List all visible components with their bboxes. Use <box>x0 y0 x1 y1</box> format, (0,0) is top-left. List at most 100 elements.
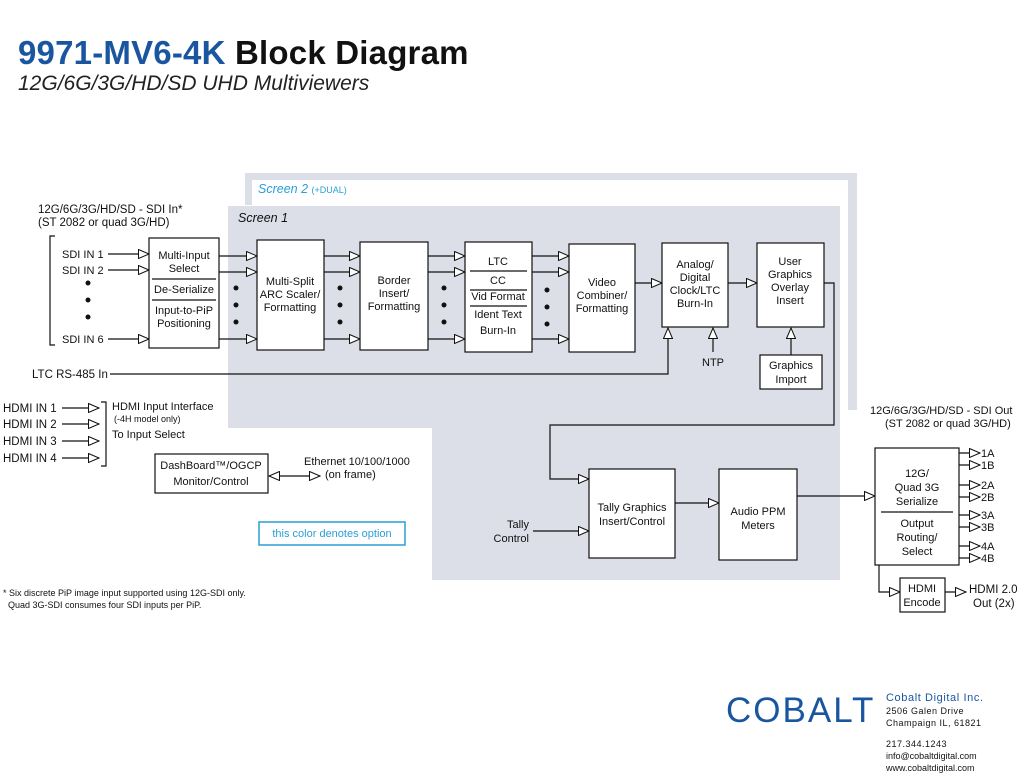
multi-input-label-2: Select <box>169 263 200 275</box>
hdmi-out-label-1: HDMI 2.0 <box>969 584 1018 596</box>
combiner-label-2: Combiner/ <box>577 290 629 302</box>
serialize-label-1: 12G/ <box>905 468 930 480</box>
combiner-input-ellipsis <box>544 287 550 327</box>
clock-label-2: Digital <box>680 272 711 284</box>
hdmi-interface-note: (-4H model only) <box>114 414 181 424</box>
combiner-label-1: Video <box>588 277 616 289</box>
audio-ppm-block <box>718 468 798 561</box>
hdmi-in-1-label: HDMI IN 1 <box>3 403 57 415</box>
company-name: Cobalt Digital Inc. <box>886 692 984 704</box>
video-combiner-block <box>568 243 636 353</box>
sdi-out-standard: (ST 2082 or quad 3G/HD) <box>885 418 1011 430</box>
sdi-out-4a: 4A <box>981 541 995 553</box>
clock-label-1: Analog/ <box>676 259 714 271</box>
sdi-in-2-label: SDI IN 2 <box>62 265 104 277</box>
ident-label-2: Burn-In <box>480 325 516 337</box>
legend-label: this color denotes option <box>272 528 391 540</box>
sdi-out-1a: 1A <box>981 448 995 460</box>
serialize-label-2: Quad 3G <box>895 482 940 494</box>
sdi-in-1-label: SDI IN 1 <box>62 249 104 261</box>
combiner-label-3: Formatting <box>576 303 629 315</box>
clock-label-4: Burn-In <box>677 298 713 310</box>
company-address-1: 2506 Galen Drive <box>886 706 964 716</box>
multi-input-select-block <box>148 237 220 349</box>
hdmi-in-4-label: HDMI IN 4 <box>3 453 57 465</box>
dashboard-label-1: DashBoard™/OGCP <box>160 460 261 472</box>
sdi-in-6-label: SDI IN 6 <box>62 334 104 346</box>
footnote-line-1: * Six discrete PiP image input supported… <box>3 588 246 598</box>
company-email: info@cobaltdigital.com <box>886 751 977 761</box>
overlay-label-2: Graphics <box>768 269 813 281</box>
ntp-label: NTP <box>702 357 724 369</box>
hdmi-encode-label-2: Encode <box>903 597 940 609</box>
tally-label-1: Tally <box>507 519 530 531</box>
model-number: 9971-MV6-4K <box>18 34 226 71</box>
sdi-out-3b: 3B <box>981 522 994 534</box>
sdi-in-header: 12G/6G/3G/HD/SD - SDI In* <box>38 204 183 216</box>
clock-ltc-burnin-block <box>661 242 729 328</box>
option-color-legend <box>258 521 406 546</box>
border-label-3: Formatting <box>368 301 421 313</box>
scaler-input-ellipsis <box>233 285 239 325</box>
routing-label-3: Select <box>902 546 933 558</box>
hdmi-to-input-select: To Input Select <box>112 429 185 441</box>
company-address-2: Champaign IL, 61821 <box>886 718 982 728</box>
sdi-out-2b: 2B <box>981 492 994 504</box>
page-title: 9971-MV6-4K Block Diagram <box>18 34 469 72</box>
pip-label-2: Positioning <box>157 318 211 330</box>
multi-input-label-1: Multi-Input <box>158 250 209 262</box>
hdmi-in-3-label: HDMI IN 3 <box>3 436 57 448</box>
routing-label-2: Routing/ <box>897 532 939 544</box>
scaler-label-3: Formatting <box>264 302 317 314</box>
scaler-label-1: Multi-Split <box>266 276 314 288</box>
screen2-label: Screen 2 (+DUAL) <box>258 182 347 196</box>
hdmi-out-label-2: Out (2x) <box>973 598 1015 610</box>
ltc-block-label: LTC <box>488 256 508 268</box>
sdi-out-1b: 1B <box>981 460 994 472</box>
tally-label-2: Control <box>494 533 529 545</box>
scaler-label-2: ARC Scaler/ <box>260 289 321 301</box>
vid-format-label: Vid Format <box>471 291 525 303</box>
routing-label-1: Output <box>900 518 933 530</box>
sdi-out-3a: 3A <box>981 510 995 522</box>
serialize-label-3: Serialize <box>896 496 938 508</box>
title-text: Block Diagram <box>235 34 469 71</box>
sdi-out-4b: 4B <box>981 553 994 565</box>
clock-label-3: Clock/LTC <box>670 285 721 297</box>
overlay-label-3: Overlay <box>771 282 809 294</box>
audio-label-1: Audio PPM <box>730 506 785 518</box>
sdi-out-2a: 2A <box>981 480 995 492</box>
graphics-import-label-2: Import <box>775 374 806 386</box>
cobalt-logo: COBALT <box>726 691 875 730</box>
tally-graphics-block <box>588 468 676 559</box>
cc-block-label: CC <box>490 275 506 287</box>
border-insert-block <box>359 241 429 351</box>
overlay-label-1: User <box>778 256 802 268</box>
dashboard-label-2: Monitor/Control <box>173 476 248 488</box>
ltc-rs485-label: LTC RS-485 In <box>32 369 108 381</box>
hdmi-encode-label-1: HDMI <box>908 583 936 595</box>
graphics-import-label-1: Graphics <box>769 360 814 372</box>
text-burnin-block <box>464 241 533 353</box>
ident-label-1: Ident Text <box>474 309 522 321</box>
ethernet-note: (on frame) <box>325 469 376 481</box>
audio-label-2: Meters <box>741 520 775 532</box>
sdi-input-ellipsis <box>85 280 91 320</box>
page-subtitle: 12G/6G/3G/HD/SD UHD Multiviewers <box>18 72 370 95</box>
title-block: 9971-MV6-4K Block Diagram 12G/6G/3G/HD/S… <box>18 34 469 96</box>
sdi-in-standard: (ST 2082 or quad 3G/HD) <box>38 217 170 229</box>
border-input-ellipsis <box>337 285 343 325</box>
deserialize-label: De-Serialize <box>154 284 214 296</box>
border-label-1: Border <box>377 275 410 287</box>
company-web: www.cobaltdigital.com <box>885 763 975 773</box>
graphics-overlay-block <box>756 242 825 328</box>
serialize-routing-block <box>874 447 960 566</box>
border-label-2: Insert/ <box>379 288 411 300</box>
hdmi-encode-block <box>899 577 946 613</box>
tally-block-label-1: Tally Graphics <box>597 502 667 514</box>
ethernet-label: Ethernet 10/100/1000 <box>304 456 410 468</box>
text-input-ellipsis <box>441 285 447 325</box>
graphics-import-block <box>759 354 823 390</box>
overlay-label-4: Insert <box>776 295 804 307</box>
